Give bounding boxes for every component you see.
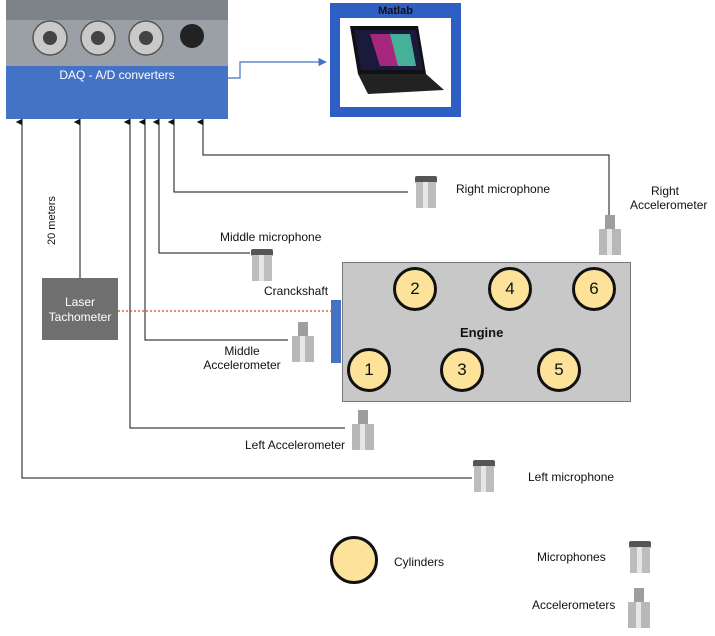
right-microphone-wire xyxy=(167,118,408,193)
crankshaft xyxy=(331,300,341,363)
left-microphone-wire xyxy=(15,118,472,479)
left-accelerometer-icon xyxy=(352,410,374,450)
left-microphone-label: Left microphone xyxy=(528,470,615,484)
left-accelerometer-label: Left Accelerometer xyxy=(245,438,346,452)
right-accelerometer-icon xyxy=(599,215,621,255)
middle-microphone-label: Middle microphone xyxy=(220,230,322,244)
right-microphone-label: Right microphone xyxy=(456,182,551,196)
middle-accelerometer-wire xyxy=(138,118,288,341)
right-accelerometer-label: Right Accelerometer xyxy=(630,184,708,212)
middle-microphone-icon xyxy=(251,249,273,281)
cylinder-6: 6 xyxy=(572,267,616,311)
legend-cylinders-label: Cylinders xyxy=(394,555,445,569)
middle-accelerometer-icon xyxy=(292,322,314,362)
legend-accelerometers-label: Accelerometers xyxy=(532,598,616,612)
cylinder-3: 3 xyxy=(440,348,484,392)
cylinder-5: 5 xyxy=(537,348,581,392)
cylinder-4: 4 xyxy=(488,267,532,311)
crankshaft-label: Cranckshaft xyxy=(264,284,329,298)
daq-box xyxy=(6,66,228,119)
engine-label: Engine xyxy=(460,325,504,340)
middle-accelerometer-label: Middle Accelerometer xyxy=(203,344,281,372)
cylinder-2: 2 xyxy=(393,267,437,311)
cylinder-1: 1 xyxy=(347,348,391,392)
tachometer-label-line2: Tachometer xyxy=(48,310,112,324)
legend-accelerometer-icon xyxy=(628,588,650,628)
left-microphone-icon xyxy=(473,460,495,492)
legend-microphone-icon xyxy=(629,541,651,573)
left-accelerometer-wire xyxy=(123,118,345,429)
legend-microphones-label: Microphones xyxy=(537,550,606,564)
daq-to-matlab-arrow xyxy=(228,57,327,79)
legend-cylinder-swatch xyxy=(330,536,378,584)
tachometer-label-line1: Laser xyxy=(64,295,96,309)
laptop-icon xyxy=(350,26,444,94)
middle-microphone-wire xyxy=(152,118,250,254)
right-accelerometer-wire xyxy=(196,118,610,215)
daq-connectors xyxy=(6,0,228,66)
daq-label: DAQ - A/D converters xyxy=(59,68,175,82)
matlab-label: Matlab xyxy=(378,5,413,17)
laser-tachometer xyxy=(42,278,118,340)
right-microphone-icon xyxy=(415,176,437,208)
